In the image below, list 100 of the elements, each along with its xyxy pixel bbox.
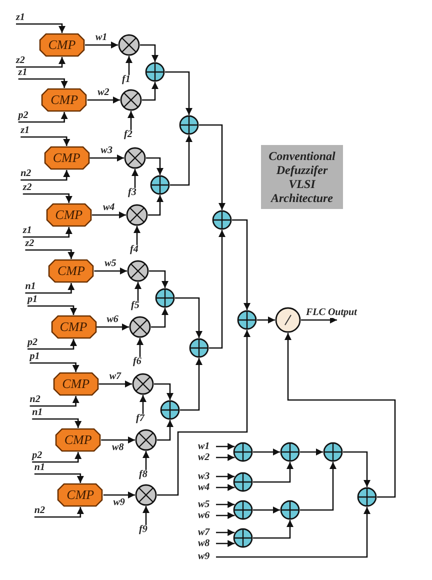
arrow [30,396,80,407]
title-box: Conventional Defuzzifer VLSI Architecture [261,145,343,209]
signal-label: f9 [139,525,153,535]
signal-label: z2 [22,183,39,193]
multiplier-symbol [124,147,146,169]
signal-label: f3 [128,188,142,198]
arrow [87,96,120,104]
arrow [170,135,192,186]
signal-label: z2 [25,239,42,249]
arrow [22,227,72,238]
adder-symbol [150,175,170,195]
comparator-block: CMP [52,372,99,396]
edge-label: FLC Output [305,308,358,318]
multiplier-symbol [129,316,151,338]
arrow [148,195,164,216]
arrow [232,219,250,310]
arrow [94,268,127,274]
arrow [284,333,396,498]
comparator-block: CMP [46,203,92,227]
arrow [128,111,134,130]
signal-label: p2 [18,111,34,121]
signal-label: p1 [30,352,46,362]
adder-symbol [155,288,175,308]
arrow [157,420,174,441]
signal-label: p2 [28,338,44,348]
comparator-block: CMP [39,33,85,57]
signal-label: w5 [198,500,216,510]
arrow [216,540,235,547]
arrow [253,506,280,514]
arrow [216,501,235,508]
adder-symbol [280,500,300,520]
arrow [28,305,77,315]
signal-label: f7 [136,414,150,424]
arrow [157,330,250,496]
arrow [103,492,135,498]
signal-label: f4 [130,245,144,255]
signal-label: n2 [34,506,50,516]
arrow [154,383,174,400]
edge-label: w7 [108,372,122,382]
arrow [96,324,129,330]
arrow [216,512,235,519]
signal-label: n2 [30,395,46,405]
adder-symbol [212,210,232,230]
signal-label: z1 [22,226,39,236]
arrow [165,71,192,115]
signal-label: z1 [16,13,32,23]
arrow [16,23,66,33]
signal-label: f6 [133,357,147,367]
adder-symbol [145,62,165,82]
edge-label: w4 [102,203,116,213]
arrow [257,316,275,324]
arrow [146,157,164,175]
arrow [34,507,84,518]
arrow [209,230,226,349]
comparator-block: CMP [41,88,88,112]
adder-symbol [233,472,253,492]
arrow [175,297,202,338]
arrow [136,338,144,357]
arrow [16,57,66,68]
signal-label: f2 [124,130,138,140]
signal-label: n1 [32,408,48,418]
edge-label: w6 [106,315,120,325]
signal-label: z2 [16,56,32,66]
comparator-block: CMP [50,315,96,339]
adder-symbol [233,442,253,462]
arrow [134,282,142,301]
arrow [32,418,82,428]
comparator-block: CMP [44,146,90,170]
arrow [216,443,235,450]
multiplier-symbol [120,89,142,111]
arrow [85,42,118,48]
signal-label: p2 [32,451,48,461]
arrow [20,170,70,181]
arrow [216,507,370,558]
adder-symbol [233,528,253,548]
arrow [216,454,235,461]
multiplier-symbol [132,373,154,395]
arrow [216,473,235,480]
arrow [34,473,84,483]
signal-label: n1 [25,282,42,292]
adder-symbol [233,500,253,520]
arrow [253,520,294,539]
adder-symbol [160,400,180,420]
arrow [28,339,77,350]
arrow [22,193,72,203]
signal-label: w3 [198,472,216,482]
arrow [32,452,82,463]
comparator-block: CMP [48,259,94,283]
arrow [25,249,75,259]
signal-label: w4 [198,482,216,492]
edge-label: w8 [111,443,125,453]
arrow [20,136,70,146]
arrow [142,82,158,101]
arrow [301,316,337,324]
arrow [92,212,126,218]
signal-label: n2 [20,169,37,179]
arrow [300,462,336,511]
arrow [140,395,146,414]
arrow [142,451,150,470]
arrow [18,112,68,123]
